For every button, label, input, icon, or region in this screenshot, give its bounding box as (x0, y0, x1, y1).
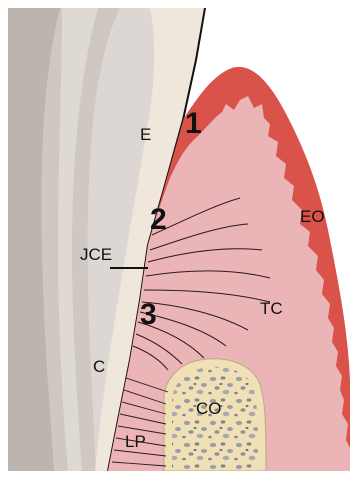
label-connective-tissue: TC (260, 299, 283, 318)
label-epithelium: EO (300, 207, 325, 226)
label-bone: CO (196, 399, 222, 418)
alveolar-bone-trabeculae (172, 367, 258, 471)
number-1: 1 (185, 107, 202, 140)
label-enamel: E (140, 125, 151, 144)
label-ligament: LP (125, 432, 146, 451)
label-cementum: C (93, 357, 105, 376)
number-2: 2 (150, 203, 167, 236)
label-jce: JCE (80, 245, 112, 264)
number-3: 3 (140, 298, 157, 331)
